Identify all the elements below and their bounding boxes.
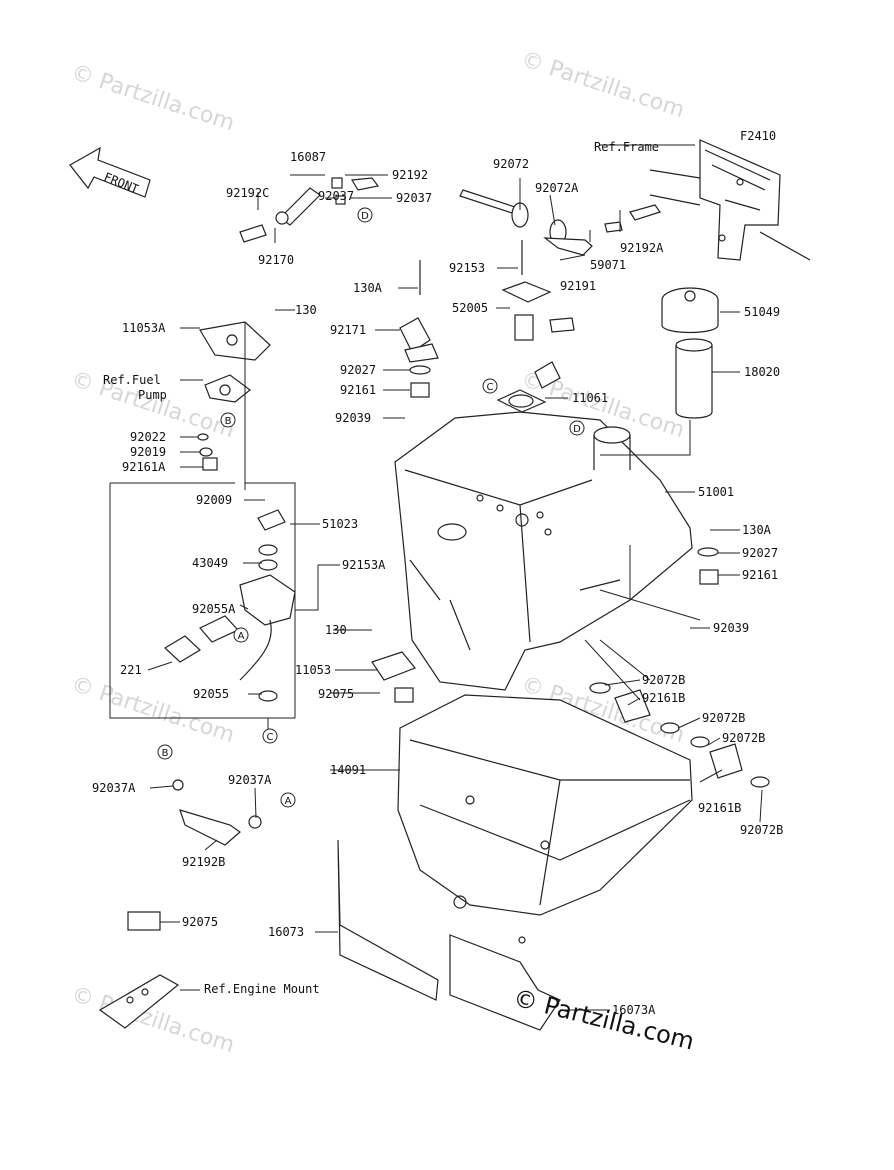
part-label: 92027 [742, 546, 778, 560]
frame-bracket [649, 139, 811, 261]
part-label: 92072B [702, 711, 745, 725]
part-label: 92037 [318, 189, 354, 203]
vent-hoses [239, 177, 661, 256]
lower-left-parts [98, 651, 561, 1031]
part-label: 92039 [335, 411, 371, 425]
fuel-cap [661, 287, 719, 419]
fuel-tank [394, 411, 693, 691]
part-label: 92192A [620, 241, 664, 255]
part-label: 16073A [612, 1003, 656, 1017]
part-label: 92161A [122, 460, 166, 474]
front-arrow: FRONT [69, 146, 151, 198]
part-label: 59071 [590, 258, 626, 272]
part-label: 92192 [392, 168, 428, 182]
part-label: 92072B [722, 731, 765, 745]
part-label: 16087 [290, 150, 326, 164]
marker-a: A [238, 631, 245, 642]
part-label: 92161 [340, 383, 376, 397]
reference-markers: D B A C C D B A [157, 207, 585, 808]
reference-labels: Ref.Frame Ref.Fuel Pump Ref.Engine Mount [103, 140, 659, 996]
pump-plate [197, 321, 271, 471]
leader-lines [147, 144, 763, 1011]
part-label: 92171 [330, 323, 366, 337]
part-label: 14091 [330, 763, 366, 777]
tank-bracket-parts [399, 240, 523, 398]
ref-fuel-pump: Ref.Fuel [103, 373, 161, 387]
watermark: © Partzilla.com [68, 60, 237, 136]
part-label: 52005 [452, 301, 488, 315]
part-label: 11053 [295, 663, 331, 677]
marker-b: B [162, 748, 169, 759]
part-label: 11053A [122, 321, 166, 335]
part-number-labels: 16087 92192 92192C 92037 92037 92170 920… [92, 150, 783, 1017]
part-label: 130A [742, 523, 772, 537]
watermark: © Partzilla.com [518, 47, 687, 123]
figure-code: F2410 [740, 129, 776, 143]
part-label: 92072 [493, 157, 529, 171]
marker-b: B [225, 416, 232, 427]
part-label: 130 [295, 303, 317, 317]
ref-fuel-pump: Pump [138, 388, 167, 402]
part-label: 92075 [318, 687, 354, 701]
part-label: 92192B [182, 855, 225, 869]
part-label: 51023 [322, 517, 358, 531]
part-label: 92192C [226, 186, 269, 200]
part-label: 130 [325, 623, 347, 637]
marker-d: D [361, 211, 369, 222]
part-label: 92027 [340, 363, 376, 377]
part-label: 92022 [130, 430, 166, 444]
part-label: 92153 [449, 261, 485, 275]
part-label: 16073 [268, 925, 304, 939]
part-label: 92019 [130, 445, 166, 459]
part-label: 92153A [342, 558, 386, 572]
part-label: 51049 [744, 305, 780, 319]
ref-engine-mount: Ref.Engine Mount [204, 982, 320, 996]
fuel-pump-assembly [109, 482, 296, 719]
part-label: 92075 [182, 915, 218, 929]
grommets [589, 547, 770, 788]
marker-c: C [487, 382, 494, 393]
part-label: 92037A [228, 773, 272, 787]
part-label: 130A [353, 281, 383, 295]
fuel-sender [496, 281, 575, 413]
marker-c: C [267, 732, 274, 743]
part-label: 92039 [713, 621, 749, 635]
part-label: 92055A [192, 602, 236, 616]
part-label: 92161B [642, 691, 685, 705]
part-label: 11061 [572, 391, 608, 405]
part-label: 92072B [740, 823, 783, 837]
watermark: © Partzilla.com [68, 672, 237, 748]
ref-frame: Ref.Frame [594, 140, 659, 154]
part-label: 92072A [535, 181, 579, 195]
part-label: 51001 [698, 485, 734, 499]
tank-guard [397, 694, 693, 944]
part-label: 92161B [698, 801, 741, 815]
part-label: 18020 [744, 365, 780, 379]
part-label: 221 [120, 663, 142, 677]
part-label: 92161 [742, 568, 778, 582]
marker-a: A [285, 796, 292, 807]
part-label: 92191 [560, 279, 596, 293]
marker-d: D [573, 424, 581, 435]
part-label: 92055 [193, 687, 229, 701]
part-label: 92037 [396, 191, 432, 205]
part-label: 92009 [196, 493, 232, 507]
part-label: 92072B [642, 673, 685, 687]
part-label: 43049 [192, 556, 228, 570]
part-label: 92170 [258, 253, 294, 267]
part-label: 92037A [92, 781, 136, 795]
